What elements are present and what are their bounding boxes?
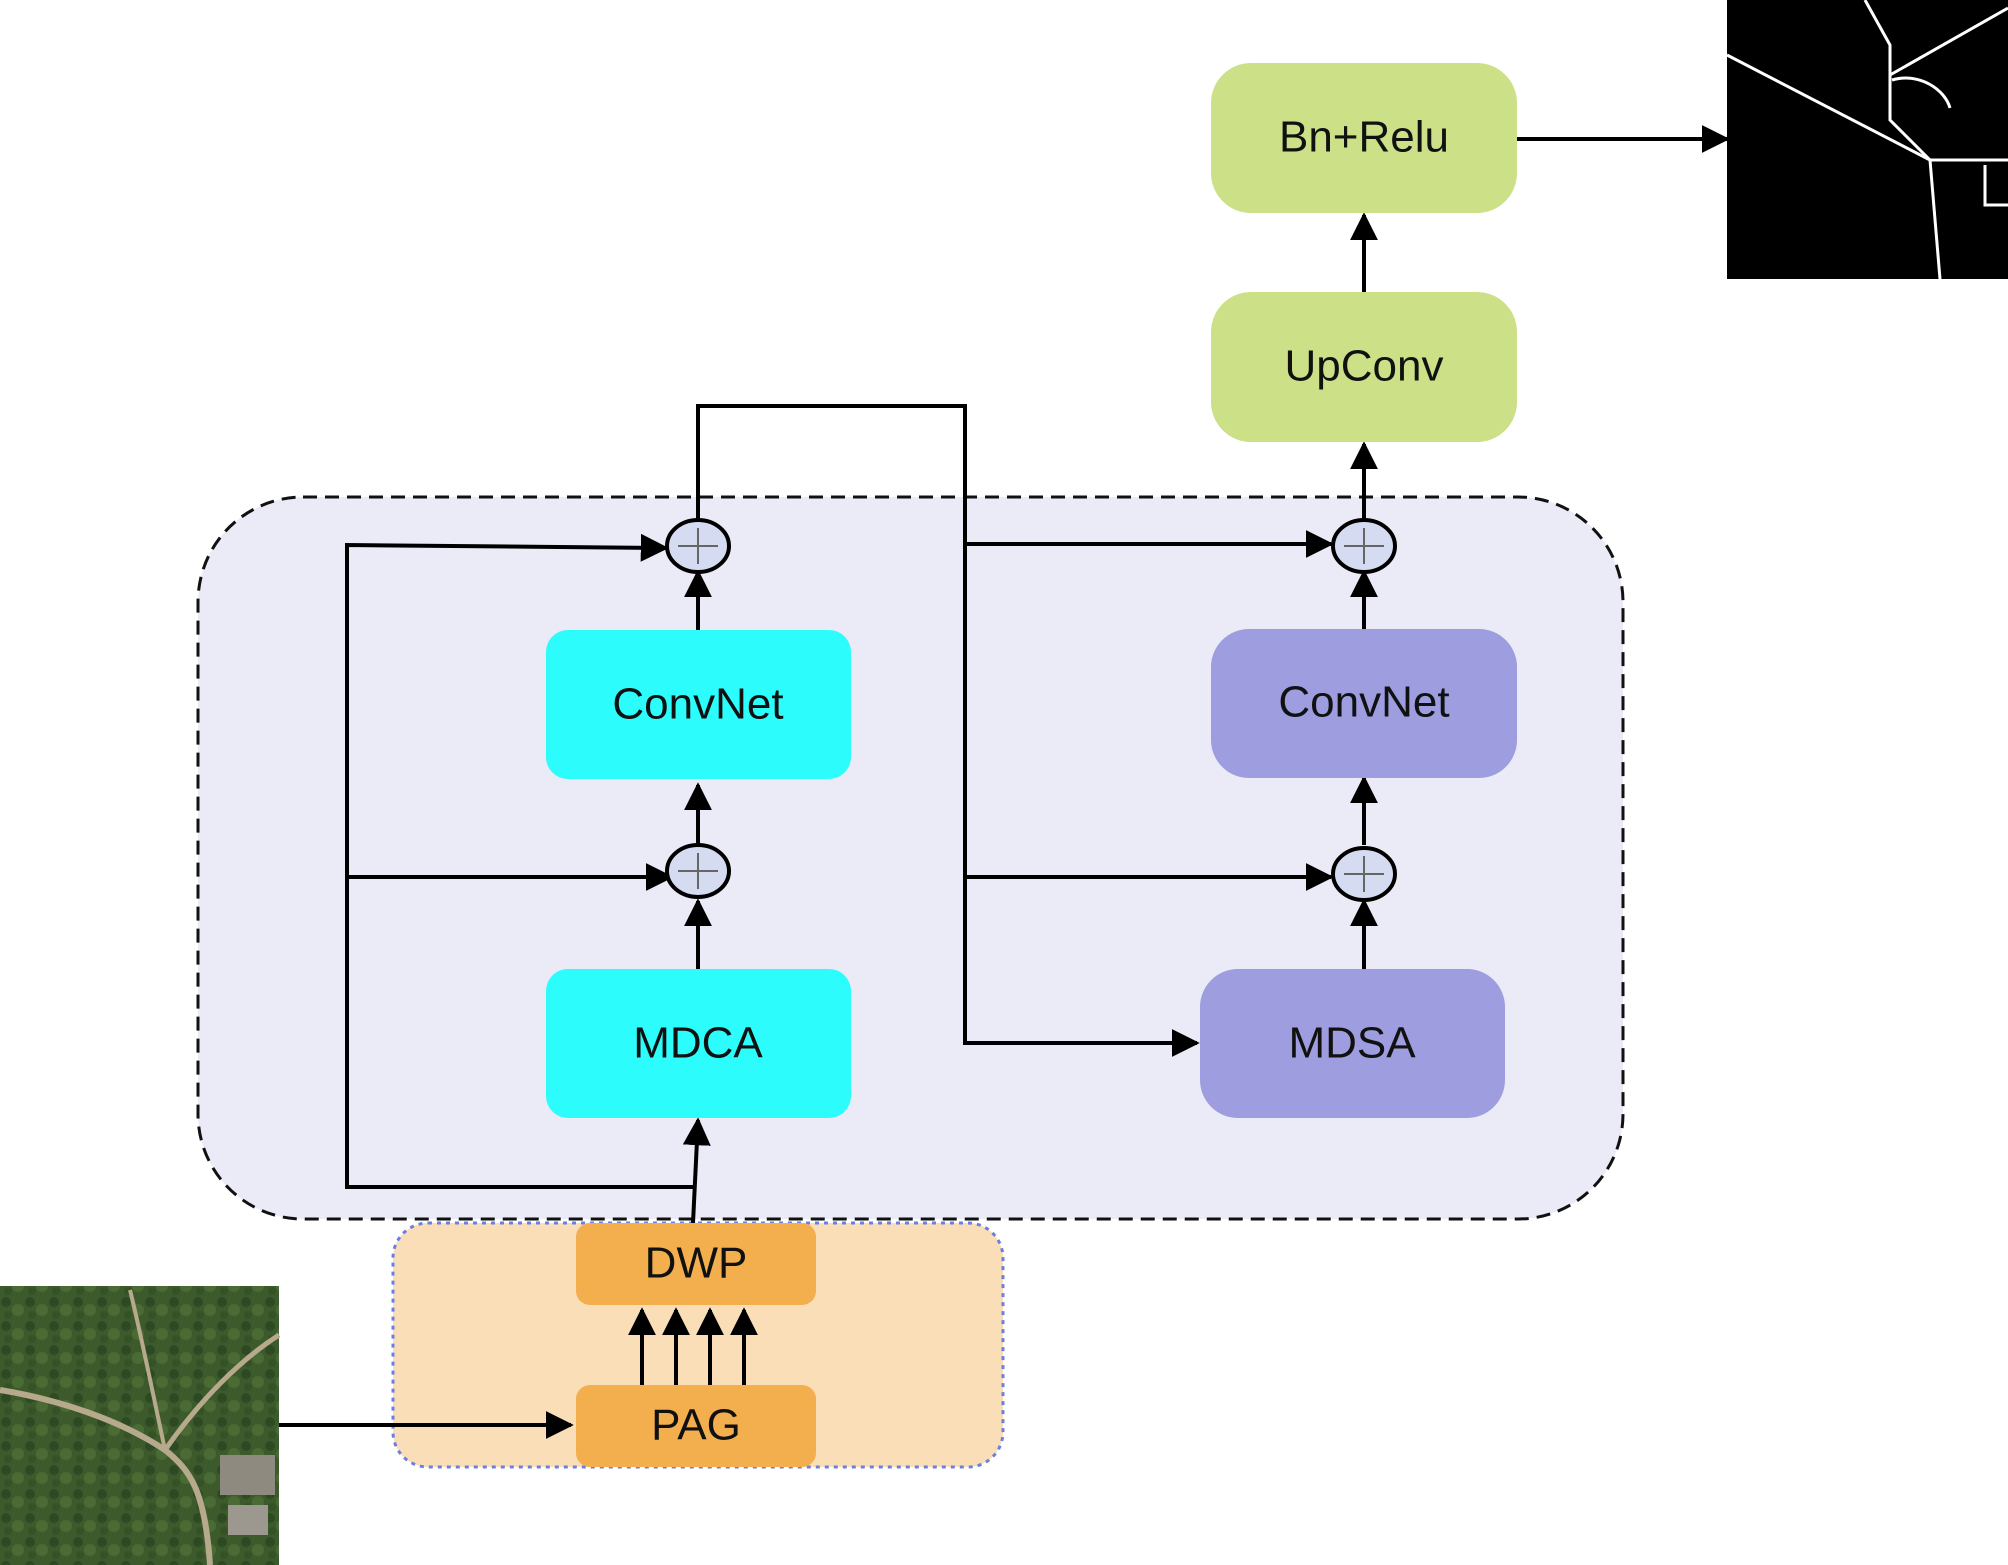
svg-text:MDSA: MDSA [1288,1019,1416,1068]
mdca-block: MDCA [546,969,851,1118]
output-segmentation-mask [1726,0,2008,280]
svg-text:ConvNet: ConvNet [1278,678,1449,727]
convnet-left-block: ConvNet [546,630,851,779]
adder-node-right-bottom [1331,846,1397,902]
adder-node-right-top [1331,518,1397,574]
svg-text:DWP: DWP [645,1239,748,1288]
svg-text:ConvNet: ConvNet [612,680,783,729]
convnet-right-block: ConvNet [1211,629,1517,778]
input-satellite-image [0,1286,281,1565]
pag-block: PAG [576,1385,816,1467]
dwp-block: DWP [576,1223,816,1305]
adder-node-left-top [665,518,731,574]
svg-text:PAG: PAG [651,1401,741,1450]
svg-text:MDCA: MDCA [633,1019,763,1068]
connectors [279,125,1730,1439]
upconv-block: UpConv [1211,292,1517,442]
svg-text:Bn+Relu: Bn+Relu [1279,113,1449,162]
mdsa-block: MDSA [1200,969,1505,1118]
bn-relu-block: Bn+Relu [1211,63,1517,213]
adder-node-left-bottom [665,843,731,899]
svg-text:UpConv: UpConv [1285,342,1444,391]
